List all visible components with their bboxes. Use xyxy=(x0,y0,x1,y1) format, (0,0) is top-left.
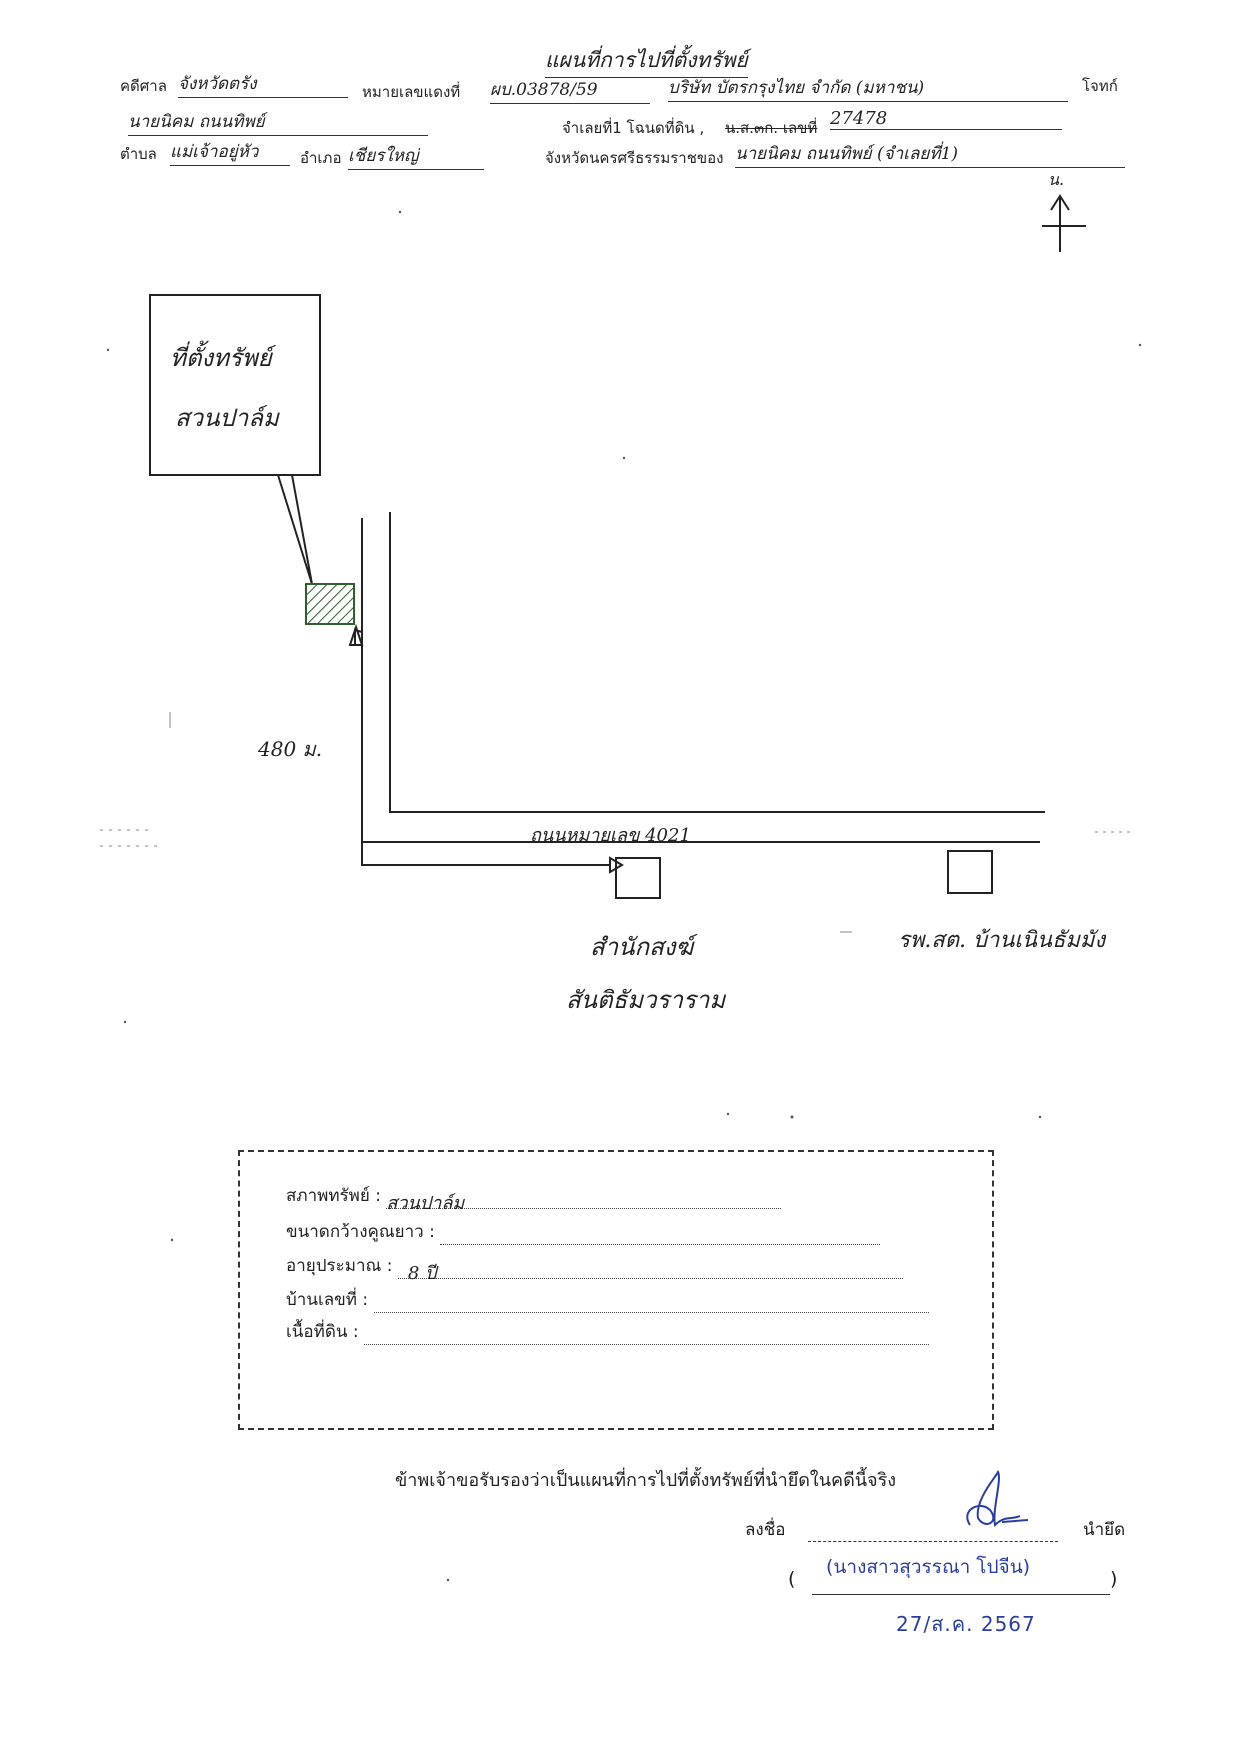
district-value: เชียรใหญ่ xyxy=(348,142,484,170)
plaintiff-label: โจทก์ xyxy=(1082,77,1118,95)
condition-label: สภาพทรัพย์ : xyxy=(286,1186,381,1206)
signer-name: (นางสาวสุวรรณา โปจีน) xyxy=(826,1556,1031,1578)
subdistrict-label: ตำบล xyxy=(120,145,157,163)
north-arrow-icon xyxy=(1042,194,1086,252)
signature-mark xyxy=(966,1470,1029,1528)
landmark-monastery-line2: สันติธัมวราราม xyxy=(566,986,726,1014)
owner-value: นายนิคม ถนนทิพย์ (จำเลยที่1) xyxy=(735,140,1125,168)
road-label: ถนนหมายเลข 4021 xyxy=(530,825,691,846)
signature-line xyxy=(808,1541,1058,1542)
form-row-size: ขนาดกว้างคูณยาว : xyxy=(286,1218,881,1245)
case-number-value: ผบ.03878/59 xyxy=(490,76,650,104)
landmark-hospital-marker xyxy=(947,850,993,894)
landmark-hospital-label: รพ.สต. บ้านเนินธัมมัง xyxy=(898,928,1106,953)
form-row-age: อายุประมาณ : 8 ปี xyxy=(286,1252,903,1284)
house-number-label: บ้านเลขที่ : xyxy=(286,1290,369,1310)
form-row-land-area: เนื้อที่ดิน : xyxy=(286,1318,930,1345)
property-label-line1: ที่ตั้งทรัพย์ xyxy=(170,344,272,372)
north-label: น. xyxy=(1048,170,1065,189)
document-title: แผนที่การไปที่ตั้งทรัพย์ xyxy=(545,44,748,78)
condition-value: สวนปาล์ม xyxy=(386,1188,782,1214)
size-label: ขนาดกว้างคูณยาว : xyxy=(286,1222,435,1242)
size-value xyxy=(440,1224,881,1245)
struck-text: น.ส.๓ก. เลขที่ xyxy=(725,119,818,137)
scan-specks xyxy=(100,210,1142,1582)
form-row-condition: สภาพทรัพย์ : สวนปาล์ม xyxy=(286,1182,782,1214)
close-paren: ) xyxy=(1110,1568,1118,1590)
province-label: จังหวัดนครศรีธรรมราชของ xyxy=(545,149,724,167)
court-value: จังหวัดตรัง xyxy=(178,70,348,98)
date-stamp: 27/ส.ค. 2567 xyxy=(896,1612,1036,1636)
land-area-label: เนื้อที่ดิน : xyxy=(286,1322,359,1342)
plaintiff-value: บริษัท บัตรกรุงไทย จำกัด (มหาชน) xyxy=(668,74,1068,102)
property-label-line2: สวนปาล์ม xyxy=(175,404,279,432)
sign-label: ลงชื่อ xyxy=(745,1520,786,1540)
landmark-monastery-line1: สำนักสงฆ์ xyxy=(590,933,694,961)
form-row-house-number: บ้านเลขที่ : xyxy=(286,1286,929,1313)
road-outline xyxy=(361,512,1045,843)
landmark-monastery-marker xyxy=(615,857,661,899)
signer-line xyxy=(812,1594,1110,1595)
property-detail-box: สภาพทรัพย์ : สวนปาล์ม ขนาดกว้างคูณยาว : … xyxy=(238,1150,994,1430)
age-value: 8 ปี xyxy=(397,1258,903,1284)
open-paren: ( xyxy=(788,1568,796,1590)
subdistrict-value: แม่เจ้าอยู่หัว xyxy=(170,138,290,166)
distance-label: 480 ม. xyxy=(258,737,323,761)
case-number-label: หมายเลขแดงที่ xyxy=(362,83,461,101)
deed-number: 27478 xyxy=(830,108,1062,130)
district-label: อำเภอ xyxy=(300,149,342,167)
land-area-value xyxy=(364,1324,930,1345)
defendant-number: จำเลยที่1 โฉนดที่ดิน , xyxy=(562,119,705,137)
court-label: คดีศาล xyxy=(120,77,167,95)
house-number-value xyxy=(373,1292,929,1313)
age-label: อายุประมาณ : xyxy=(286,1256,393,1276)
role-label: นำยึด xyxy=(1083,1520,1126,1540)
property-parcel xyxy=(305,583,355,625)
certification-text: ข้าพเจ้าขอรับรองว่าเป็นแผนที่การไปที่ตั้… xyxy=(395,1470,897,1491)
defendant-value: นายนิคม ถนนทิพย์ xyxy=(128,108,428,136)
